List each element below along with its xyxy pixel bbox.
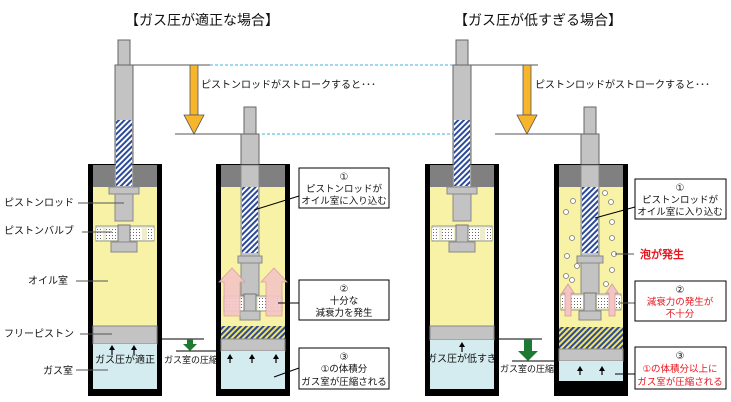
svg-text:不十分: 不十分 — [666, 308, 695, 320]
bubbles — [563, 190, 617, 287]
gas-chamber — [93, 344, 157, 389]
svg-text:ピストンロッドが: ピストンロッドが — [306, 183, 383, 195]
compression-arrow-proper — [183, 339, 197, 351]
svg-text:オイル室に入り込む: オイル室に入り込む — [637, 206, 723, 218]
callout-proper-1: ① ピストンロッドが オイル室に入り込む — [253, 167, 390, 211]
label-valve: ピストンバルブ — [4, 224, 112, 237]
rod-hatch — [582, 187, 598, 253]
callout-low-1: ① ピストンロッドが オイル室に入り込む — [594, 178, 727, 220]
label-oil: オイル室 — [28, 274, 108, 287]
gas-compression-label-low: ガス室の圧縮 — [500, 363, 554, 375]
svg-text:オイル室: オイル室 — [28, 274, 68, 287]
stroke-caption-left: ピストンロッドがストロークすると･･･ — [201, 78, 376, 91]
svg-text:③: ③ — [676, 351, 685, 362]
cylinder-proper-before — [88, 39, 162, 396]
free-piston — [220, 338, 286, 352]
svg-text:十分な: 十分な — [330, 295, 359, 307]
svg-text:減衰力の発生が: 減衰力の発生が — [647, 296, 714, 308]
gas-pressure-arrows — [577, 366, 605, 375]
svg-text:①の体積分: ①の体積分 — [321, 363, 368, 375]
svg-text:ガス室: ガス室 — [43, 364, 73, 377]
callout-low-2: ② 減衰力の発生が 不十分 — [618, 280, 727, 322]
gas-state-low: ガス圧が低すぎ — [427, 352, 497, 365]
svg-text:ガス室が圧縮される: ガス室が圧縮される — [637, 376, 723, 388]
stroke-arrow-left — [183, 64, 205, 135]
gas-compression-label-proper: ガス室の圧縮 — [164, 354, 218, 366]
stroke-arrow-right — [516, 64, 538, 135]
gas-pressure-arrows-proper — [109, 345, 137, 355]
title-low-pressure: 【ガス圧が低すぎる場合】 — [454, 13, 622, 29]
svg-text:②: ② — [340, 284, 349, 295]
rod-hatch — [242, 187, 258, 253]
label-free-piston: フリーピストン — [4, 328, 112, 340]
svg-text:①: ① — [340, 172, 349, 183]
extra-oil-hatch — [221, 326, 285, 339]
callout-low-3: ③ ①の体積分以上に ガス室が圧縮される — [615, 346, 727, 390]
svg-text:①の体積分以上に: ①の体積分以上に — [642, 363, 717, 375]
callout-proper-3: ③ ①の体積分 ガス室が圧縮される — [273, 347, 390, 390]
svg-text:ピストンロッド: ピストンロッド — [4, 197, 74, 209]
compression-arrow-low — [518, 339, 538, 361]
svg-text:ピストンロッドが: ピストンロッドが — [642, 194, 719, 206]
stroke-caption-right: ピストンロッドがストロークすると･･･ — [535, 78, 710, 91]
callout-proper-2: ② 十分な 減衰力を発生 — [278, 279, 390, 321]
gas-pressure-arrows — [227, 354, 279, 363]
label-gas: ガス室 — [43, 364, 108, 377]
free-piston — [429, 325, 495, 341]
svg-text:①: ① — [676, 183, 685, 194]
label-rod: ピストンロッド — [4, 197, 124, 209]
gas-state-proper: ガス圧が適正 — [95, 353, 155, 366]
svg-text:フリーピストン: フリーピストン — [4, 328, 74, 340]
svg-text:減衰力を発生: 減衰力を発生 — [315, 307, 373, 319]
free-piston — [92, 325, 158, 345]
cylinder-low-after — [554, 106, 628, 396]
extra-oil-hatch — [559, 327, 623, 349]
cylinder-low-before — [425, 39, 499, 396]
free-piston — [558, 348, 624, 362]
svg-text:オイル室に入り込む: オイル室に入り込む — [301, 195, 387, 207]
title-proper-pressure: 【ガス圧が適正な場合】 — [125, 12, 279, 29]
svg-text:ガス室が圧縮される: ガス室が圧縮される — [301, 376, 387, 388]
svg-text:②: ② — [676, 285, 685, 296]
svg-text:③: ③ — [340, 352, 349, 363]
gas-chamber — [559, 361, 623, 381]
cylinder-proper-after — [216, 106, 290, 396]
svg-text:ピストンバルブ: ピストンバルブ — [4, 224, 74, 237]
small-oil-flow-arrows — [561, 283, 619, 317]
bubble-callout: 泡が発生 — [615, 247, 684, 261]
svg-text:泡が発生: 泡が発生 — [640, 247, 684, 261]
